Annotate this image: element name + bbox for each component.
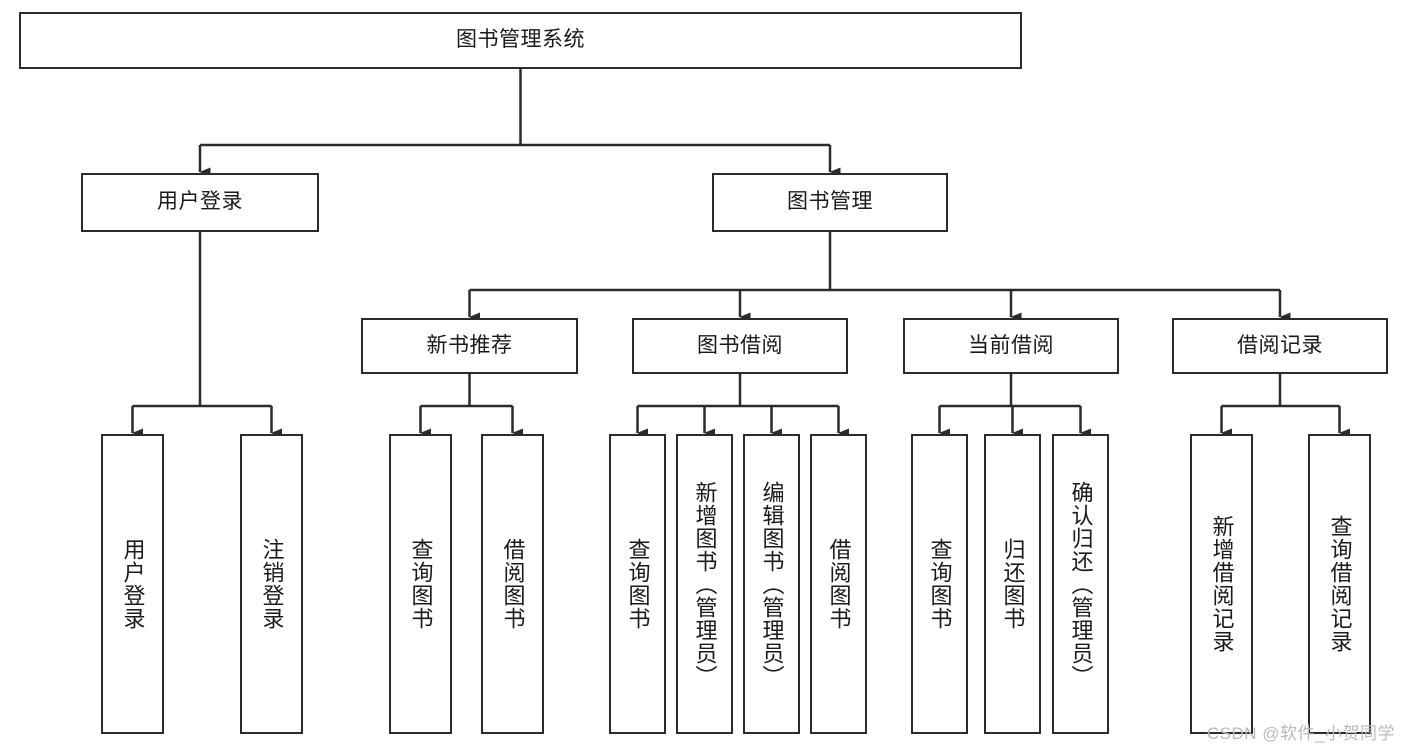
node-label-root: 图书管理系统 xyxy=(456,28,585,52)
node-book_borrow[interactable]: 图书借阅 xyxy=(632,318,848,374)
node-label-leaf_add_rec: 新增借阅记录 xyxy=(1209,515,1235,653)
node-label-leaf_b_book_2: 借阅图书 xyxy=(826,538,852,630)
node-label-leaf_q_book_1: 查询图书 xyxy=(408,538,434,630)
node-leaf_add_book[interactable]: 新增图书（管理员） xyxy=(676,434,733,734)
node-leaf_b_book_2[interactable]: 借阅图书 xyxy=(810,434,867,734)
node-leaf_conf_ret[interactable]: 确认归还（管理员） xyxy=(1052,434,1109,734)
node-label-leaf_q_book_3: 查询图书 xyxy=(927,538,953,630)
node-user_login[interactable]: 用户登录 xyxy=(81,173,319,232)
node-leaf_b_book_1[interactable]: 借阅图书 xyxy=(481,434,544,734)
node-label-leaf_edit_book: 编辑图书（管理员） xyxy=(759,480,785,688)
node-label-leaf_q_rec: 查询借阅记录 xyxy=(1327,515,1353,653)
node-borrow_record[interactable]: 借阅记录 xyxy=(1172,318,1388,374)
node-book_mgmt[interactable]: 图书管理 xyxy=(712,173,948,232)
node-root[interactable]: 图书管理系统 xyxy=(19,12,1022,69)
edges-group xyxy=(131,69,1350,438)
node-label-leaf_conf_ret: 确认归还（管理员） xyxy=(1068,480,1094,688)
node-leaf_q_rec[interactable]: 查询借阅记录 xyxy=(1308,434,1371,734)
node-leaf_q_book_2[interactable]: 查询图书 xyxy=(609,434,666,734)
node-leaf_add_rec[interactable]: 新增借阅记录 xyxy=(1190,434,1253,734)
node-label-leaf_b_book_1: 借阅图书 xyxy=(500,538,526,630)
node-label-current_borrow: 当前借阅 xyxy=(968,333,1054,357)
node-leaf_return[interactable]: 归还图书 xyxy=(984,434,1041,734)
node-label-user_login: 用户登录 xyxy=(157,190,243,214)
watermark: CSDN @软件_小贺同学 xyxy=(1206,724,1395,743)
node-label-new_book_rec: 新书推荐 xyxy=(426,333,513,357)
node-label-leaf_q_book_2: 查询图书 xyxy=(625,538,651,630)
node-leaf_logout[interactable]: 注销登录 xyxy=(240,434,303,734)
node-leaf_q_book_3[interactable]: 查询图书 xyxy=(911,434,968,734)
node-label-leaf_return: 归还图书 xyxy=(1000,538,1026,630)
node-leaf_q_book_1[interactable]: 查询图书 xyxy=(389,434,452,734)
node-label-book_mgmt: 图书管理 xyxy=(787,190,873,214)
node-leaf_login[interactable]: 用户登录 xyxy=(101,434,164,734)
node-label-leaf_logout: 注销登录 xyxy=(259,538,285,630)
node-label-book_borrow: 图书借阅 xyxy=(697,333,783,357)
node-label-leaf_login: 用户登录 xyxy=(120,538,146,630)
node-label-borrow_record: 借阅记录 xyxy=(1237,333,1323,357)
node-current_borrow[interactable]: 当前借阅 xyxy=(903,318,1119,374)
node-leaf_edit_book[interactable]: 编辑图书（管理员） xyxy=(743,434,800,734)
node-label-leaf_add_book: 新增图书（管理员） xyxy=(692,480,718,688)
node-new_book_rec[interactable]: 新书推荐 xyxy=(361,318,578,374)
